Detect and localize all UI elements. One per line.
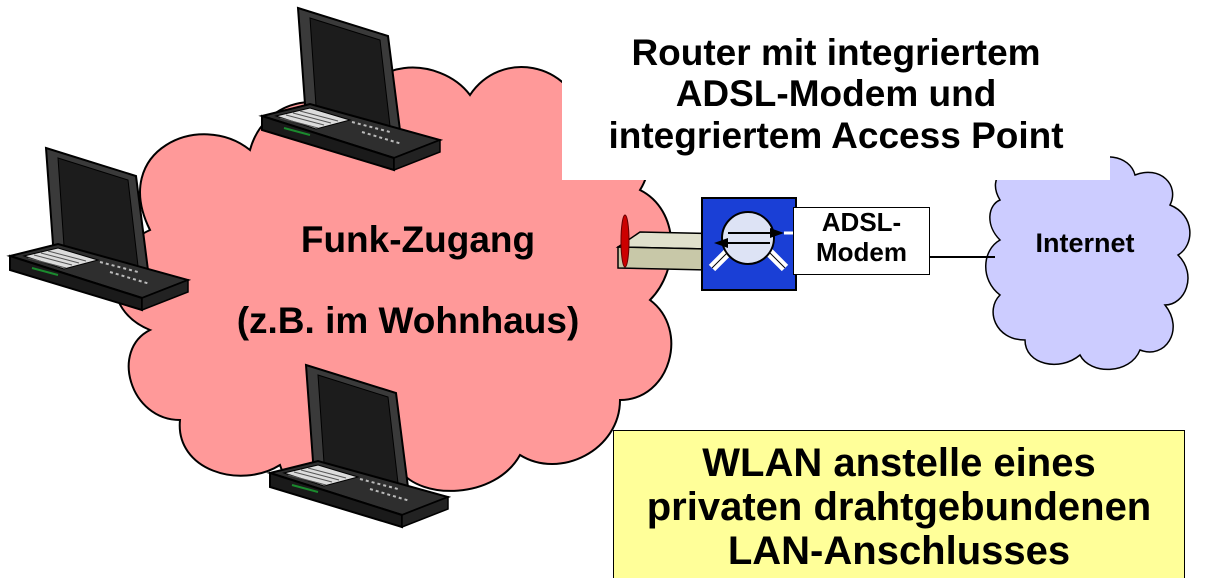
internet-cloud: [985, 154, 1191, 371]
note-line-2: privaten drahtgebundenen: [646, 485, 1152, 529]
note-line-3: LAN-Anschlusses: [727, 529, 1071, 573]
wireless-access-label: Funk-Zugang: [300, 219, 536, 260]
antenna-icon: [620, 214, 630, 268]
adsl-modem-label-line-1: ADSL-: [821, 207, 902, 237]
title-box: [562, 24, 1110, 180]
adsl-modem-label-line-2: Modem: [816, 236, 907, 267]
adsl-modem-label: ADSL- Modem: [793, 207, 930, 268]
router-title-line-1: Router mit integriertem: [631, 32, 1041, 73]
internet-label: Internet: [1035, 228, 1135, 258]
note-line-1: WLAN anstelle eines: [702, 441, 1096, 485]
router-title-line-3: integriertem Access Point: [608, 114, 1064, 156]
wireless-location-label: (z.B. im Wohnhaus): [236, 300, 580, 341]
router-title-line-2: ADSL-Modem und: [675, 73, 997, 115]
adsl-modem-box: [793, 207, 930, 275]
note-text: WLAN anstelle eines privaten drahtgebund…: [613, 441, 1185, 573]
note-box: [613, 430, 1185, 578]
router-icon: [701, 197, 797, 291]
router-title: Router mit integriertem ADSL-Modem und i…: [562, 32, 1110, 156]
